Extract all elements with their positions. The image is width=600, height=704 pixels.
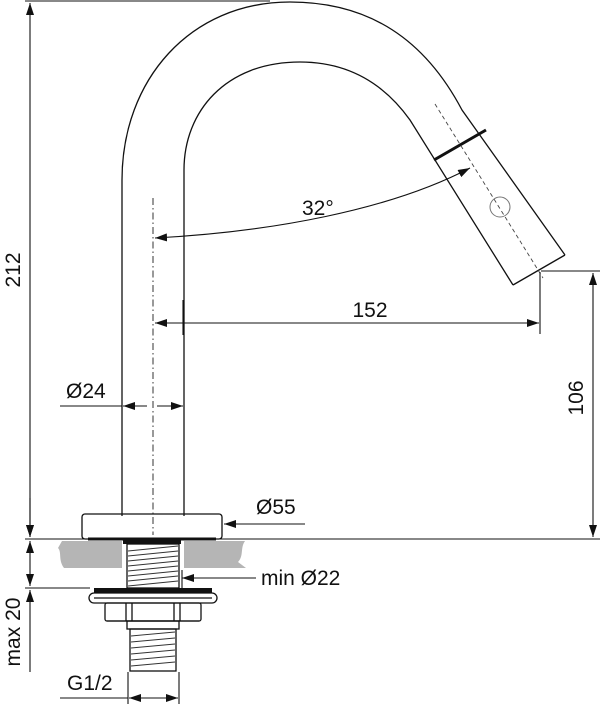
dimension-label-max20: max 20 <box>2 598 25 667</box>
dimension-overall-height: 212 <box>2 0 270 537</box>
lock-nut <box>88 588 218 622</box>
dimension-connection-thread: G1/2 <box>60 672 180 704</box>
dimension-label-212: 212 <box>2 252 25 287</box>
aerator-circle-icon <box>489 196 511 218</box>
dimension-base-diameter: Ø55 <box>224 496 305 528</box>
dimension-spout-angle: 32° <box>154 167 471 242</box>
connection-tail <box>126 620 180 672</box>
spout-centerline <box>434 103 544 279</box>
nut-body <box>104 602 202 622</box>
dimension-label-32deg: 32° <box>302 197 334 220</box>
dimension-pipe-diameter: Ø24 <box>60 380 183 410</box>
dimension-label-d55: Ø55 <box>256 496 296 519</box>
spout-inner-contour <box>183 61 514 516</box>
aerator-ring-line <box>433 128 487 162</box>
threaded-shank <box>123 539 181 589</box>
dimension-hole-diameter: min Ø22 <box>181 567 340 590</box>
base-rosette <box>81 513 223 540</box>
countertop-right <box>184 541 246 568</box>
countertop <box>58 541 246 568</box>
dimension-label-106: 106 <box>565 380 588 415</box>
spout-outer-contour <box>121 1 566 516</box>
dimension-outlet-height: 106 <box>541 270 600 537</box>
dimension-label-d24: Ø24 <box>66 380 106 403</box>
dimension-spout-reach: 152 <box>155 272 541 335</box>
tail-body <box>129 628 177 672</box>
dimension-countertop-thickness: max 20 <box>2 498 90 672</box>
spout-body <box>121 1 566 535</box>
spout-outlet-end <box>512 254 566 286</box>
dimension-label-g12: G1/2 <box>67 672 113 695</box>
dimension-label-152: 152 <box>352 299 387 322</box>
dimension-label-min-d22: min Ø22 <box>261 567 340 590</box>
countertop-left <box>58 541 122 568</box>
base-flange <box>81 513 223 541</box>
